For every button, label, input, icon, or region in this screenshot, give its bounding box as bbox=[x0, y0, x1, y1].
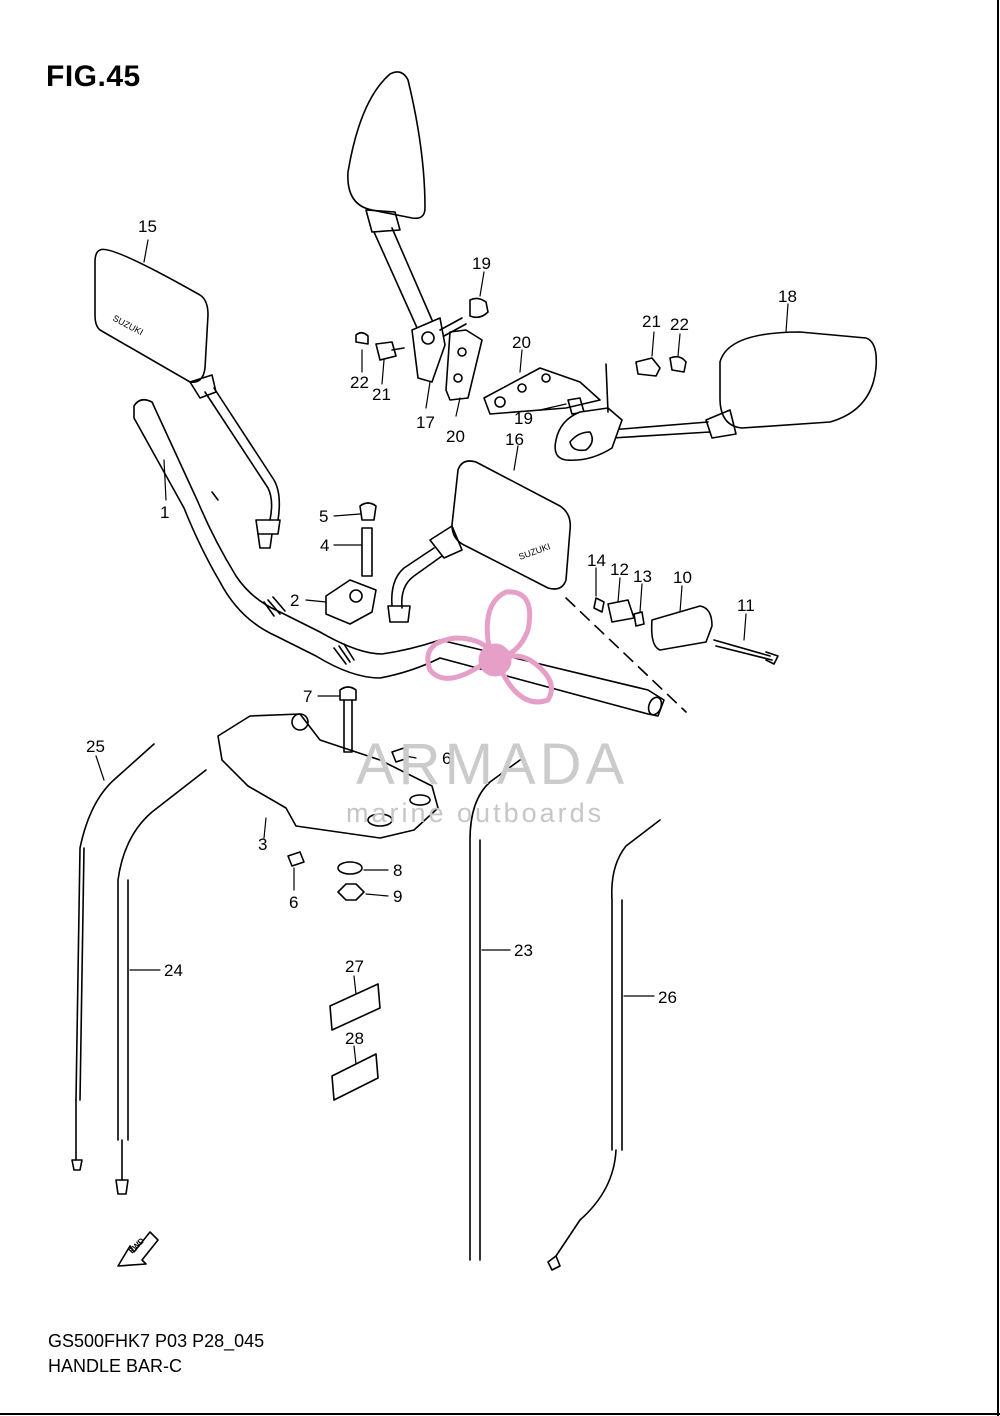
callout-14: 14 bbox=[587, 551, 606, 570]
callout-5: 5 bbox=[319, 507, 328, 526]
leader-lines bbox=[95, 239, 789, 1065]
callout-19a: 19 bbox=[472, 254, 491, 273]
callout-4: 4 bbox=[320, 536, 329, 555]
callout-23: 23 bbox=[514, 941, 533, 960]
callout-1: 1 bbox=[160, 503, 169, 522]
callout-3: 3 bbox=[258, 835, 267, 854]
callout-27: 27 bbox=[345, 957, 364, 976]
holder-lower-part-3 bbox=[217, 686, 439, 839]
figure-title: FIG.45 bbox=[46, 60, 141, 93]
callout-26: 26 bbox=[658, 988, 677, 1007]
callout-18: 18 bbox=[778, 287, 797, 306]
holder-upper-part-2 bbox=[325, 502, 377, 625]
watermark-tagline: marine outboards bbox=[346, 798, 604, 828]
callout-17: 17 bbox=[416, 413, 435, 432]
bar-end-weight bbox=[565, 597, 779, 713]
callout-19b: 19 bbox=[514, 409, 533, 428]
mirror-center-part-16: SUZUKI bbox=[387, 460, 572, 623]
callout-7: 7 bbox=[303, 687, 312, 706]
mirror-left-part-15: SUZUKI bbox=[94, 248, 281, 549]
callout-22b: 22 bbox=[350, 373, 369, 392]
callout-13: 13 bbox=[633, 567, 652, 586]
cable-part-26 bbox=[547, 819, 661, 1271]
callout-10: 10 bbox=[673, 568, 692, 587]
callout-20b: 20 bbox=[446, 427, 465, 446]
callout-21b: 21 bbox=[372, 385, 391, 404]
callout-16: 16 bbox=[505, 430, 524, 449]
callout-6a: 6 bbox=[442, 749, 451, 768]
callout-24: 24 bbox=[164, 961, 183, 980]
cable-part-24 bbox=[115, 769, 207, 1195]
watermark-name: ARMADA bbox=[356, 732, 628, 797]
callout-20a: 20 bbox=[512, 333, 531, 352]
warning-labels bbox=[329, 983, 381, 1101]
small-hardware bbox=[287, 747, 409, 901]
callout-15: 15 bbox=[138, 217, 157, 236]
sheet-border-right bbox=[997, 0, 999, 1416]
callout-6b: 6 bbox=[289, 893, 298, 912]
callout-28: 28 bbox=[345, 1029, 364, 1048]
mirror-right-part-18 bbox=[554, 331, 878, 462]
watermark: ARMADA marine outboards bbox=[346, 589, 628, 828]
callout-12: 12 bbox=[610, 560, 629, 579]
cable-part-25 bbox=[71, 743, 155, 1171]
callout-22a: 22 bbox=[670, 315, 689, 334]
callout-numbers: 1 2 3 4 5 6 6 7 8 9 10 11 12 13 14 15 16… bbox=[86, 217, 797, 1048]
mirror-upper-part-17 bbox=[347, 71, 489, 383]
callout-2: 2 bbox=[290, 591, 299, 610]
callout-21a: 21 bbox=[642, 312, 661, 331]
cable-part-23 bbox=[469, 759, 521, 1261]
figure-name: HANDLE BAR-C bbox=[48, 1356, 183, 1376]
callout-9: 9 bbox=[393, 887, 402, 906]
figure-code: GS500FHK7 P03 P28_045 bbox=[48, 1331, 265, 1351]
bracket-small-parts bbox=[355, 329, 687, 415]
propeller-logo-icon bbox=[425, 589, 554, 705]
fwd-arrow-icon: FWD bbox=[117, 1231, 159, 1267]
callout-25: 25 bbox=[86, 737, 105, 756]
callout-11: 11 bbox=[737, 596, 755, 615]
callout-8: 8 bbox=[393, 861, 402, 880]
sheet-border-bottom bbox=[0, 1413, 1000, 1415]
